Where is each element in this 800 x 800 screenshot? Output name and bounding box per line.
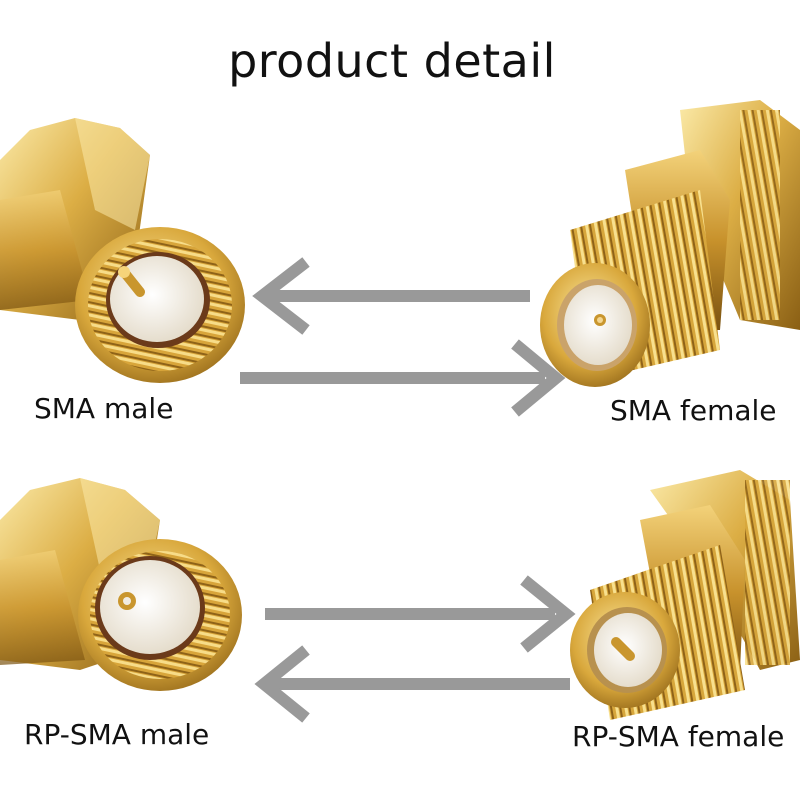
label-sma-female: SMA female <box>610 394 777 427</box>
label-sma-male: SMA male <box>34 392 174 425</box>
sma-male-connector-image <box>0 118 245 383</box>
arrow-right-bottom <box>265 575 576 653</box>
arrow-left-top <box>252 257 530 335</box>
page-title: product detail <box>228 34 556 88</box>
sma-female-connector-image <box>540 100 800 387</box>
arrow-right-top <box>240 339 566 417</box>
rp-sma-male-connector-image <box>0 478 242 691</box>
arrow-left-bottom <box>254 645 570 723</box>
label-rp-sma-female: RP-SMA female <box>572 720 785 753</box>
rp-sma-female-connector-image <box>570 470 800 720</box>
label-rp-sma-male: RP-SMA male <box>24 718 210 751</box>
